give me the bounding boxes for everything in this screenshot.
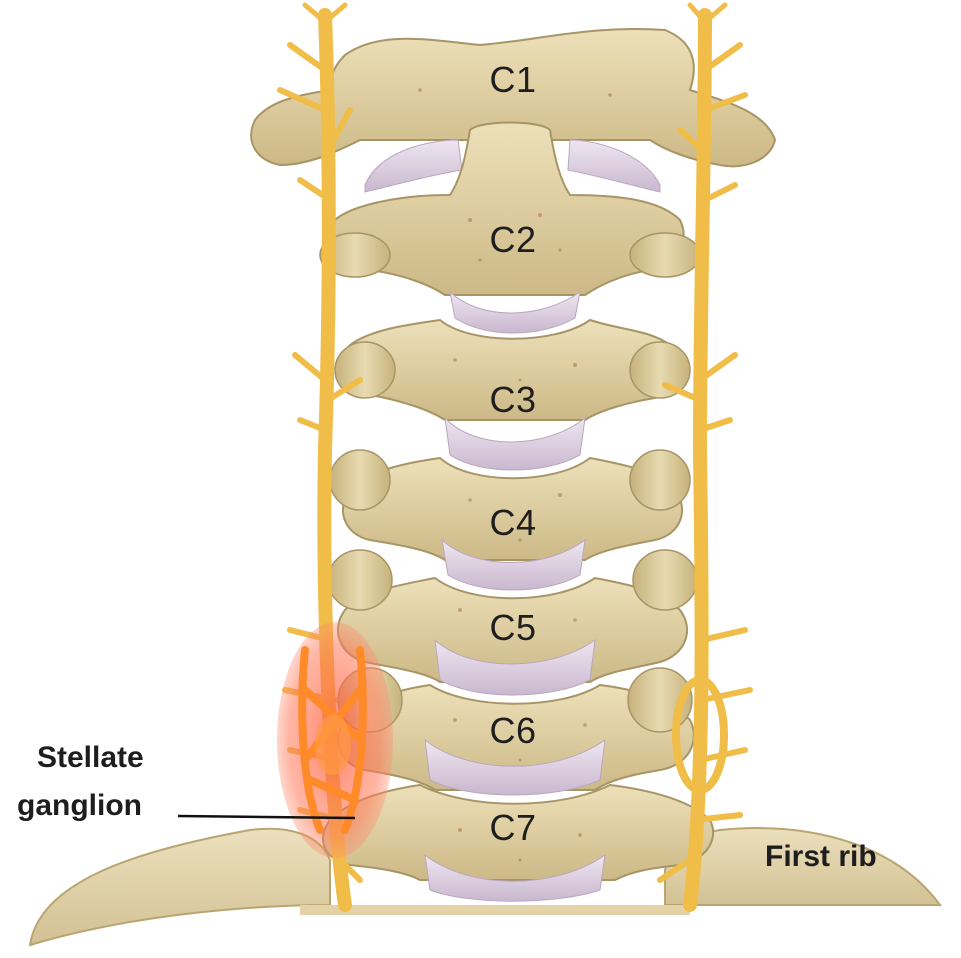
label-c3: C3 xyxy=(489,379,536,420)
label-c2: C2 xyxy=(489,219,536,260)
label-c5: C5 xyxy=(489,607,536,648)
stellate-label-line1: Stellate xyxy=(37,741,144,774)
label-c7: C7 xyxy=(489,807,536,848)
label-c6: C6 xyxy=(489,710,536,751)
first-rib-label: First rib xyxy=(765,840,877,873)
label-c4: C4 xyxy=(489,502,536,543)
stellate-ganglion-highlight xyxy=(277,622,393,858)
label-c1: C1 xyxy=(489,59,536,100)
stellate-label-line2: ganglion xyxy=(17,789,142,822)
